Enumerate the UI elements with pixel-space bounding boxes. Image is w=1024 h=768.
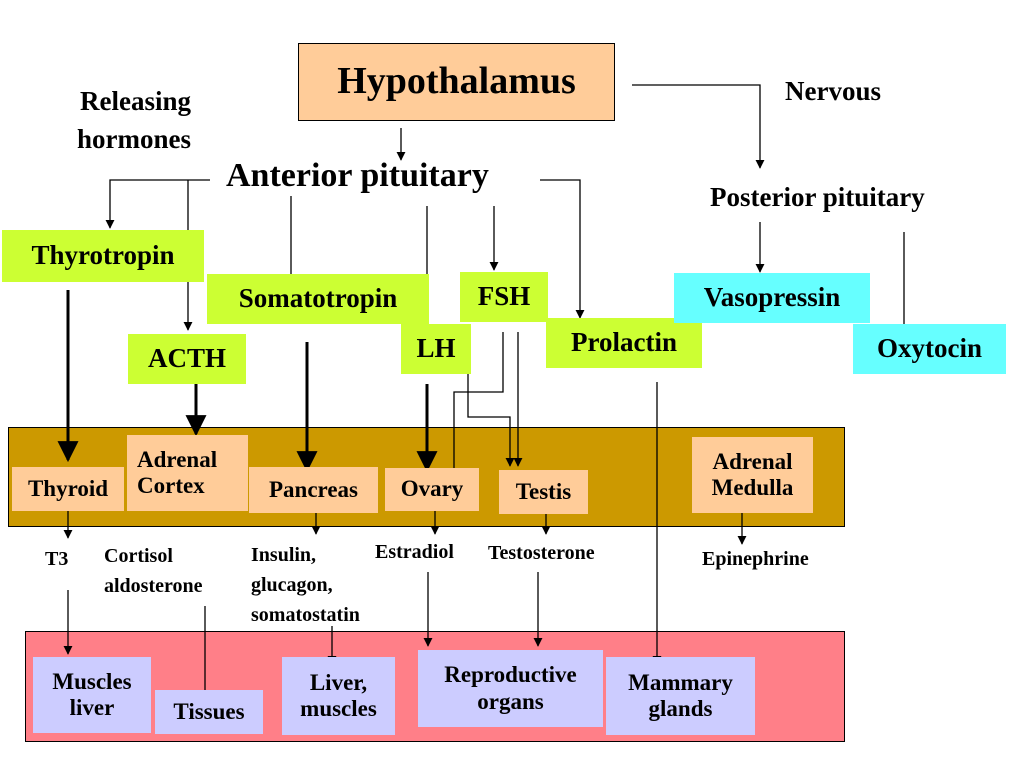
thyrotropin-label: Thyrotropin [31, 240, 175, 271]
ovary-label: Ovary [400, 476, 464, 502]
fsh-label: FSH [477, 281, 531, 312]
insulin-line3: somatostatin [251, 604, 360, 626]
testosterone-label: Testosterone [488, 542, 595, 564]
somatotropin-box: Somatotropin [207, 274, 429, 324]
ovary-box: Ovary [385, 468, 479, 511]
oxytocin-box: Oxytocin [853, 324, 1006, 374]
t3-label: T3 [45, 548, 69, 570]
cortisol-line2: aldosterone [104, 575, 203, 597]
lh-box: LH [401, 324, 471, 374]
adrenal-medulla-label-line2: Medulla [711, 475, 794, 500]
insulin-line2: glucagon, [251, 574, 333, 596]
muscles-liver-line1: Muscles [52, 668, 132, 694]
tissues-label: Tissues [173, 698, 245, 724]
epinephrine-label: Epinephrine [702, 548, 809, 570]
liver-muscles-line1: Liver, [309, 669, 368, 695]
adrenal-medulla-box: Adrenal Medulla [692, 437, 813, 513]
pancreas-label: Pancreas [268, 476, 358, 502]
mammary-line1: Mammary [628, 669, 733, 695]
muscles-liver-box: Muscles liver [33, 657, 151, 733]
anterior-pituitary-label: Anterior pituitary [226, 157, 489, 194]
mammary-glands-box: Mammary glands [606, 657, 755, 735]
vasopressin-box: Vasopressin [674, 273, 870, 323]
liver-muscles-box: Liver, muscles [282, 657, 395, 735]
estradiol-label: Estradiol [375, 541, 454, 563]
adrenal-cortex-box: Adrenal Cortex [127, 435, 248, 511]
adrenal-cortex-label-line2: Cortex [137, 473, 205, 498]
cortisol-line1: Cortisol [104, 545, 173, 567]
tissues-box: Tissues [155, 690, 263, 734]
somatotropin-label: Somatotropin [238, 283, 398, 314]
acth-box: ACTH [128, 334, 246, 384]
fsh-box: FSH [460, 272, 548, 322]
liver-muscles-line2: muscles [300, 696, 377, 721]
reproductive-line2: organs [477, 688, 544, 714]
reproductive-organs-box: Reproductive organs [418, 650, 603, 727]
hypothalamus-label: Hypothalamus [337, 60, 576, 103]
thyrotropin-box: Thyrotropin [2, 230, 204, 282]
reproductive-line1: Reproductive [444, 662, 577, 688]
adrenal-medulla-label-line1: Adrenal [712, 448, 793, 474]
insulin-line1: Insulin, [251, 544, 317, 566]
lh-label: LH [416, 333, 456, 364]
nervous-label: Nervous [785, 76, 881, 106]
acth-label: ACTH [147, 343, 226, 374]
thyroid-box: Thyroid [12, 467, 124, 511]
vasopressin-label: Vasopressin [703, 282, 841, 313]
cortisol-label: Cortisol aldosterone [104, 541, 203, 601]
hypothalamus-box: Hypothalamus [298, 43, 615, 121]
mammary-line2: glands [648, 696, 713, 721]
prolactin-label: Prolactin [571, 327, 677, 358]
adrenal-cortex-label-line1: Adrenal [137, 446, 218, 472]
oxytocin-label: Oxytocin [877, 333, 982, 364]
pancreas-box: Pancreas [249, 467, 378, 513]
muscles-liver-line2: liver [69, 695, 115, 720]
prolactin-box: Prolactin [546, 318, 702, 368]
hormones-label: hormones [77, 124, 191, 154]
testis-label: Testis [515, 478, 572, 504]
thyroid-label: Thyroid [27, 475, 109, 501]
releasing-label: Releasing [80, 86, 191, 116]
insulin-label: Insulin, glucagon, somatostatin [251, 540, 360, 630]
testis-box: Testis [499, 470, 588, 514]
posterior-pituitary-label: Posterior pituitary [710, 182, 925, 212]
